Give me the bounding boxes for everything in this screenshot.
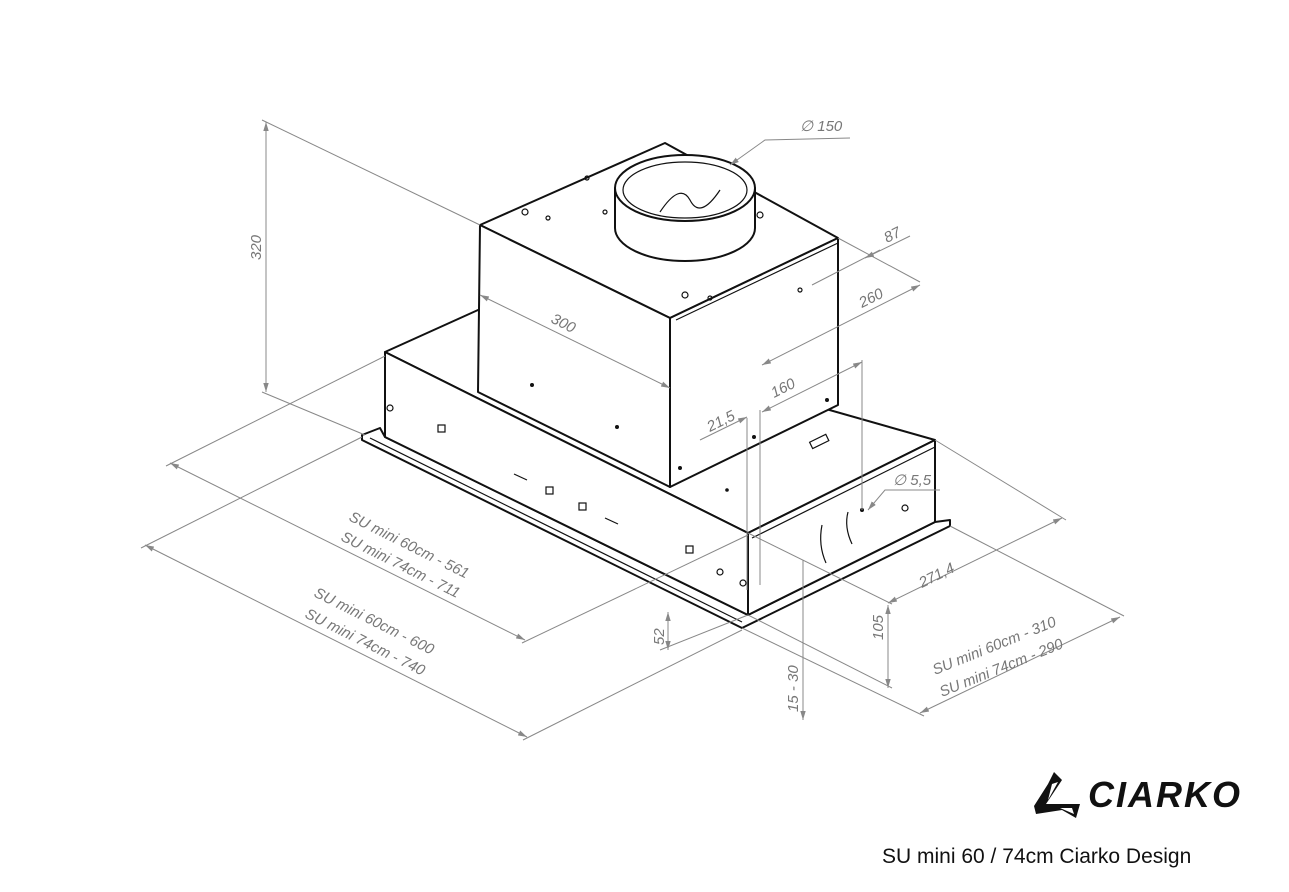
- dim-271-4: 271,4: [915, 560, 957, 592]
- dim-87: 87: [881, 224, 904, 247]
- dim-105: 105: [870, 614, 887, 640]
- dim-260: 260: [855, 285, 886, 312]
- logo-text: CIARKO: [1088, 774, 1242, 815]
- dim-52: 52: [651, 628, 668, 645]
- ciarko-logo-icon: [1034, 772, 1080, 818]
- dimension-lines: [140, 119, 1125, 741]
- dim-15-30: 15 - 30: [785, 665, 802, 712]
- dim-hole-diameter: ∅ 5,5: [893, 472, 932, 489]
- dim-320: 320: [248, 234, 265, 260]
- dim-duct-diameter: ∅ 150: [800, 118, 843, 135]
- drawing-caption: SU mini 60 / 74cm Ciarko Design: [882, 845, 1192, 868]
- duct-collar: [614, 154, 756, 262]
- ciarko-logo: CIARKO: [1032, 770, 1242, 820]
